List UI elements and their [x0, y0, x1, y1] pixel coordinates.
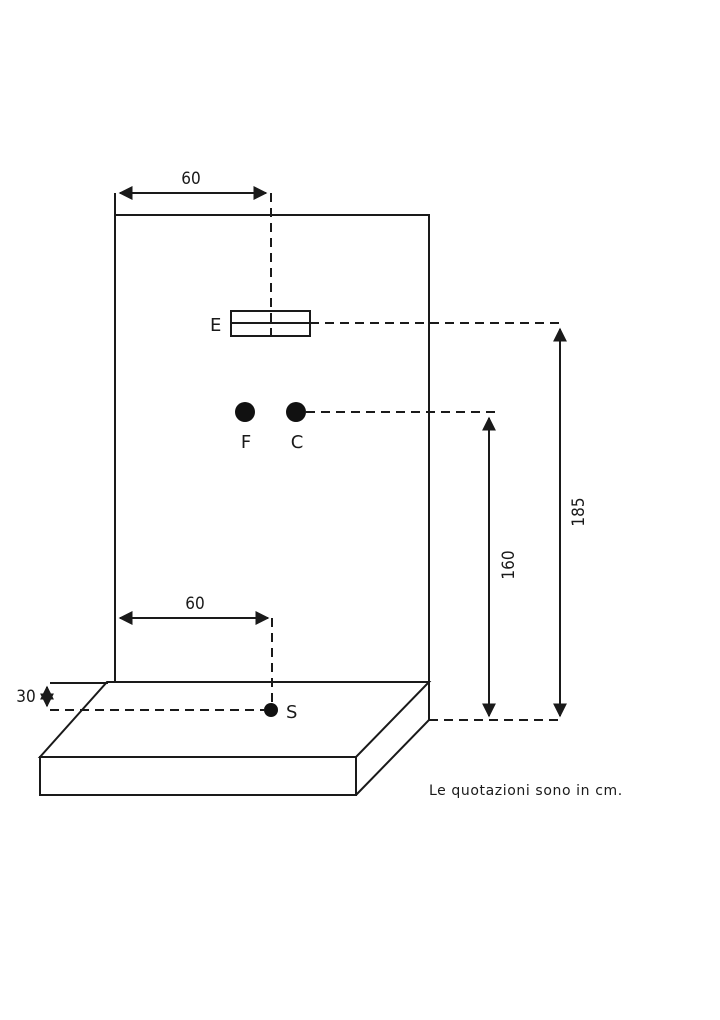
outlet-height-label: 185 [569, 497, 589, 526]
outlet-label: E [210, 315, 221, 336]
units-note: Le quotazioni sono in cm. [429, 783, 623, 799]
top-offset-dimension: 60 [114, 169, 272, 338]
outlet-height-dimension: 185 [553, 327, 589, 718]
top-offset-label: 60 [181, 169, 200, 189]
hot-tap-label: C [291, 432, 304, 453]
tap-height-dimension: 160 [482, 416, 519, 718]
drain-s: S [50, 682, 297, 723]
tap-height-label: 160 [499, 550, 519, 579]
shower-tray [37, 681, 432, 796]
bottom-offset-dimension: 60 [118, 594, 273, 706]
drain-height-label: 30 [16, 687, 35, 707]
hot-tap: C [286, 402, 495, 453]
outlet-e: E [210, 310, 560, 337]
drain-label: S [286, 702, 297, 723]
cold-tap: F [235, 402, 255, 453]
cold-tap-label: F [241, 432, 251, 453]
drain-height-dimension: 30 [16, 685, 54, 708]
bottom-offset-label: 60 [185, 594, 204, 614]
